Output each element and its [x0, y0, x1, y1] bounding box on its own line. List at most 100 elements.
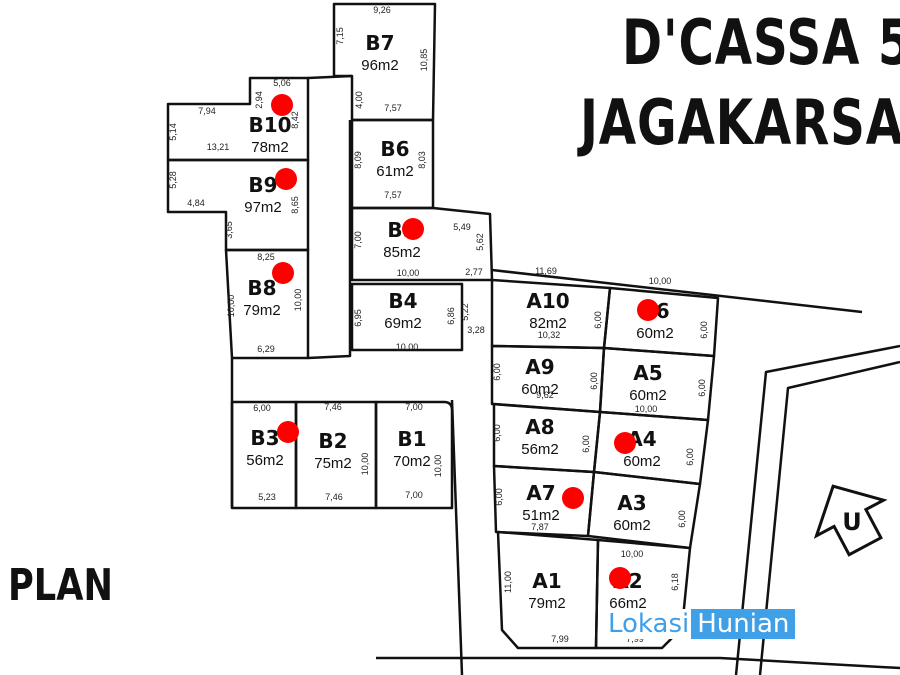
- road-edge-center: [450, 399, 464, 675]
- dimension-label: 5,62: [475, 233, 485, 251]
- dimension-label: 5,06: [273, 78, 291, 88]
- lot-name-B2: B2: [318, 429, 347, 453]
- watermark-part2: Hunian: [691, 609, 796, 639]
- sold-marker-A7: [562, 487, 584, 509]
- lot-name-B9: B9: [248, 173, 277, 197]
- dimension-label: 6,18: [670, 573, 680, 591]
- dimension-label: 4,00: [354, 91, 364, 109]
- lot-name-B10: B10: [248, 113, 291, 137]
- dimension-label: 7,15: [335, 27, 345, 45]
- project-title-line2: JAGAKARSA: [580, 86, 900, 159]
- sold-marker-A2: [609, 567, 631, 589]
- dimension-label: 11,69: [535, 266, 557, 276]
- lot-outline-B5: [350, 206, 494, 282]
- north-arrow-icon: U: [813, 484, 888, 557]
- dimension-label: 10,00: [621, 549, 644, 559]
- dimension-label: 8,09: [353, 151, 363, 169]
- dimension-label: 7,46: [324, 402, 342, 412]
- lot-name-B7: B7: [365, 31, 394, 55]
- dimension-label: 6,00: [253, 403, 271, 413]
- sold-marker-B3: [277, 421, 299, 443]
- plan-label: PLAN: [8, 560, 113, 611]
- dimension-label: 10,00: [433, 455, 443, 478]
- dimension-label: 7,99: [551, 634, 569, 644]
- lot-area-B8: 79m2: [243, 302, 281, 319]
- dimension-label: 10,00: [649, 276, 672, 286]
- dimension-label: 3,28: [467, 325, 485, 335]
- lot-name-B6: B6: [380, 137, 409, 161]
- lot-area-B3: 56m2: [246, 452, 284, 469]
- lot-name-B4: B4: [388, 289, 417, 313]
- lot-area-A6: 60m2: [636, 325, 674, 342]
- lot-area-B9: 97m2: [244, 199, 282, 216]
- road-edge-south: [376, 656, 900, 670]
- dimension-label: 5,49: [453, 222, 471, 232]
- dimension-label: 6,00: [677, 510, 687, 528]
- dimension-label: 10,85: [419, 49, 429, 72]
- lot-area-A1: 79m2: [528, 595, 566, 612]
- dimension-label: 8,03: [417, 151, 427, 169]
- dimension-label: 7,00: [405, 490, 423, 500]
- dimension-label: 7,46: [325, 492, 343, 502]
- lot-area-B2: 75m2: [314, 455, 352, 472]
- dimension-label: 5,22: [460, 303, 470, 321]
- watermark: Lokasi Hunian: [606, 607, 796, 641]
- dimension-label: 6,29: [257, 344, 275, 354]
- dimension-label: 7,87: [531, 522, 549, 532]
- dimension-label: 5,28: [168, 171, 178, 189]
- road-edge-north: [491, 268, 863, 314]
- lot-area-B4: 69m2: [384, 315, 422, 332]
- watermark-part1: Lokasi: [606, 609, 692, 639]
- dimension-label: 11,00: [503, 571, 513, 593]
- dimension-label: 10,00: [226, 295, 236, 318]
- road-edge-b-mid: [307, 120, 352, 360]
- dimension-label: 6,00: [581, 435, 591, 453]
- lot-name-A7: A7: [526, 481, 555, 505]
- lot-name-A9: A9: [525, 355, 554, 379]
- dimension-label: 7,00: [405, 402, 423, 412]
- dimension-label: 6,86: [446, 307, 456, 325]
- dimension-label: 10,00: [635, 404, 658, 414]
- dimension-label: 6,00: [593, 311, 603, 329]
- dimension-label: 3,65: [224, 221, 234, 239]
- lot-name-A5: A5: [633, 361, 662, 385]
- north-arrow-label: U: [842, 508, 862, 536]
- dimension-label: 6,00: [589, 372, 599, 390]
- lot-area-A5: 60m2: [629, 387, 667, 404]
- sold-marker-B5: [402, 218, 424, 240]
- dimension-label: 7,99: [626, 634, 644, 644]
- sold-marker-A4: [614, 432, 636, 454]
- dimension-label: 6,00: [494, 488, 504, 506]
- lot-area-B10: 78m2: [251, 139, 289, 156]
- lot-outline-B1: [374, 400, 454, 510]
- dimension-label: 6,00: [699, 321, 709, 339]
- lot-name-A1: A1: [532, 569, 561, 593]
- lot-name-B1: B1: [397, 427, 426, 451]
- dimension-label: 6,00: [492, 424, 502, 442]
- dimension-label: 9,26: [373, 5, 391, 15]
- lot-area-A9: 60m2: [521, 381, 559, 398]
- lot-name-B3: B3: [250, 426, 279, 450]
- lot-area-A7: 51m2: [522, 507, 560, 524]
- dimension-label: 10,00: [293, 289, 303, 312]
- dimension-label: 6,00: [697, 379, 707, 397]
- lot-outline-B4: [350, 282, 464, 352]
- lot-area-B1: 70m2: [393, 453, 431, 470]
- dimension-label: 10,32: [538, 330, 561, 340]
- lot-outline-A1: [496, 530, 600, 650]
- road-edge-east: [734, 344, 900, 675]
- sold-marker-B9: [275, 168, 297, 190]
- lot-area-B7: 96m2: [361, 57, 399, 74]
- dimension-label: 2,77: [465, 267, 483, 277]
- sold-marker-A6: [637, 299, 659, 321]
- dimension-label: 8,25: [257, 252, 275, 262]
- dimension-label: 10,00: [360, 453, 370, 476]
- sold-marker-B8: [272, 262, 294, 284]
- dimension-label: 2,94: [254, 91, 264, 109]
- lot-area-A10: 82m2: [529, 315, 567, 332]
- dimension-label: 6,95: [353, 309, 363, 327]
- lot-name-B8: B8: [247, 276, 276, 300]
- dimension-label: 7,00: [353, 231, 363, 249]
- lot-area-A3: 60m2: [613, 517, 651, 534]
